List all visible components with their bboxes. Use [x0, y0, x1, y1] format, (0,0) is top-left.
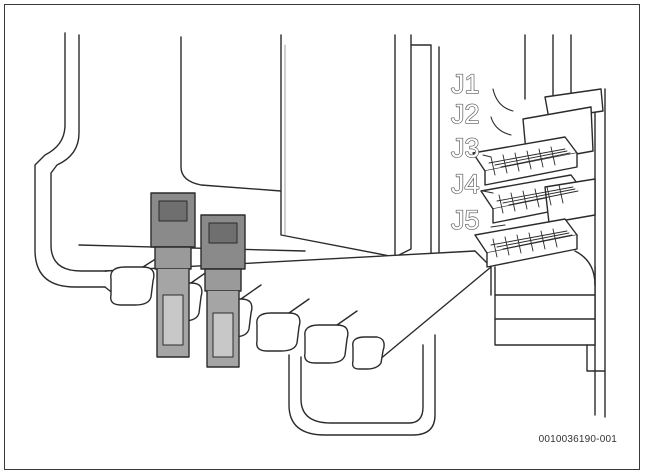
parked-jumper-1 — [150, 192, 196, 358]
lower-loop — [288, 334, 436, 436]
center-block — [280, 34, 440, 258]
connector-column — [472, 34, 606, 418]
label-j1: J1 — [451, 69, 480, 99]
label-j4: J4 — [451, 169, 480, 199]
jumper-labels: J1 J2 J3 J4 J5 — [450, 68, 480, 235]
label-j2: J2 — [451, 99, 480, 129]
connector-board-illustration: J1 J2 J3 J4 J5 — [34, 32, 606, 436]
connector-ribs — [488, 146, 579, 258]
label-j5: J5 — [451, 205, 480, 235]
figure-frame: J1 J2 J3 J4 J5 0010036190-001 — [4, 4, 640, 470]
housing-shell — [34, 32, 306, 288]
document-code: 0010036190-001 — [538, 434, 617, 445]
label-leaders — [482, 88, 514, 228]
label-j3: J3 — [451, 133, 480, 163]
parked-jumper-2 — [200, 214, 246, 368]
